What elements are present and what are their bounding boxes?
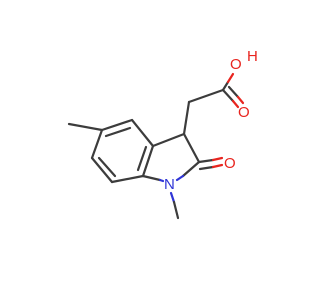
bond-cooh-oh bbox=[221, 80, 230, 92]
bond-c6-c7 bbox=[90, 156, 114, 184]
bond-c2-o bbox=[197, 158, 215, 164]
bond-n-methyl-n bbox=[169, 191, 176, 204]
bond-c5-c6 bbox=[90, 128, 104, 160]
lactam-ring bbox=[141, 132, 201, 183]
bond-cooh-o-2 bbox=[227, 85, 240, 99]
bond-c2-o-2-red bbox=[211, 163, 224, 169]
bond-c3a-c4 bbox=[130, 118, 155, 148]
bond-c7a-c3a-inner bbox=[136, 145, 148, 172]
bond-c6-c7-inner bbox=[97, 156, 117, 178]
bond-c7a-c3a bbox=[141, 144, 155, 178]
bond-c2-o-red bbox=[211, 156, 224, 162]
bond-c2-n1-n bbox=[175, 174, 185, 182]
n-methyl: N bbox=[164, 176, 180, 220]
bond-c2-o-2 bbox=[198, 165, 215, 171]
bond-ch2-cooh bbox=[187, 88, 225, 104]
lactam-oxygen-label: O bbox=[224, 155, 236, 172]
acetic-acid-group: O H O bbox=[182, 48, 258, 136]
bond-c3-c2 bbox=[182, 132, 201, 164]
bond-cooh-o-red bbox=[231, 99, 240, 109]
bond-cooh-oh-red bbox=[226, 72, 235, 84]
ring-nitrogen-label: N bbox=[164, 176, 175, 193]
bond-c7-c7a bbox=[110, 174, 145, 184]
bond-c5-methyl bbox=[67, 122, 104, 132]
bond-n1-c7a bbox=[141, 174, 162, 182]
oh-hydrogen-label: H bbox=[247, 48, 258, 65]
bond-c2-n1 bbox=[181, 160, 201, 178]
bond-c4-c5-inner bbox=[104, 126, 132, 138]
acid-carbonyl-oxygen-label: O bbox=[238, 104, 250, 121]
bond-cooh-o-2-red bbox=[236, 95, 245, 105]
bond-c3a-c3 bbox=[151, 132, 186, 148]
bond-c4-c5 bbox=[100, 118, 134, 132]
lactam-carbonyl: O bbox=[197, 155, 236, 172]
structure-diagram: O N O H O bbox=[67, 48, 258, 220]
bond-c3-ch2 bbox=[182, 100, 191, 136]
benzene-ring bbox=[90, 118, 155, 184]
bond-cooh-o bbox=[221, 88, 235, 103]
oh-oxygen-label: O bbox=[230, 56, 242, 73]
bond-n1-c7a-n bbox=[158, 178, 165, 183]
bond-n-methyl bbox=[172, 200, 180, 220]
